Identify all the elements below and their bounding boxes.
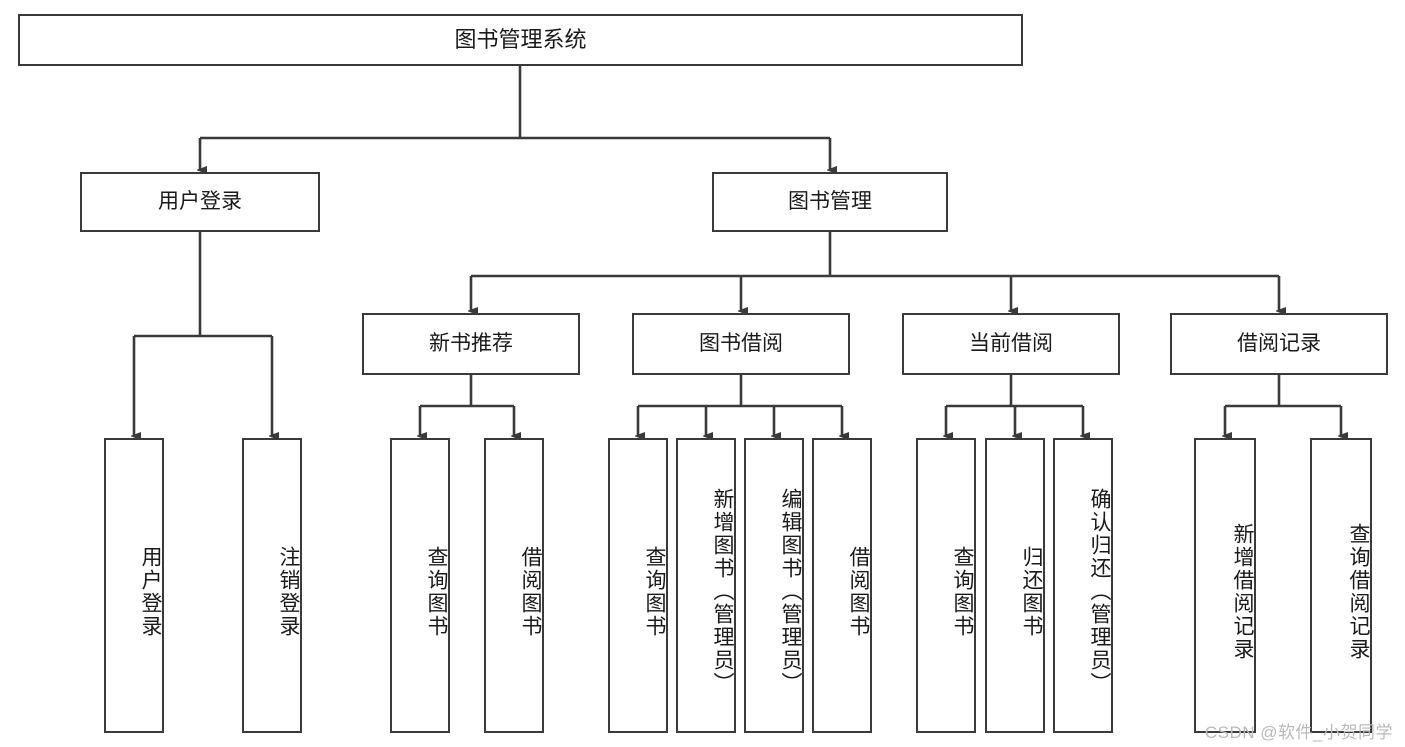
leaf-node-label: 编辑图书（管理员） (779, 488, 802, 695)
leaf-node-label: 借阅图书 (847, 545, 870, 638)
leaf-node[interactable]: 注销登录 (242, 438, 302, 733)
leaf-node-label: 借阅图书 (519, 545, 542, 638)
leaf-node[interactable]: 确认归还（管理员） (1053, 438, 1113, 733)
leaf-node[interactable]: 查询借阅记录 (1310, 438, 1372, 733)
node-new-book-recommend-label: 新书推荐 (429, 331, 513, 355)
leaf-node[interactable]: 归还图书 (985, 438, 1045, 733)
node-new-book-recommend[interactable]: 新书推荐 (362, 313, 580, 375)
leaf-node[interactable]: 查询图书 (916, 438, 976, 733)
node-user-login-label: 用户登录 (158, 189, 242, 213)
leaf-node[interactable]: 查询图书 (608, 438, 668, 733)
node-book-borrow-label: 图书借阅 (699, 331, 783, 355)
leaf-node[interactable]: 新增借阅记录 (1194, 438, 1256, 733)
leaf-node-label: 注销登录 (277, 545, 300, 638)
node-book-management[interactable]: 图书管理 (712, 172, 948, 232)
leaf-node-label: 用户登录 (139, 545, 162, 638)
leaf-node-label: 查询图书 (951, 545, 974, 638)
leaf-node-label: 查询借阅记录 (1347, 522, 1370, 661)
node-root-label: 图书管理系统 (454, 27, 587, 53)
leaf-node-label: 新增图书（管理员） (711, 488, 734, 695)
leaf-node-label: 查询图书 (425, 545, 448, 638)
leaf-node-label: 新增借阅记录 (1231, 522, 1254, 661)
node-book-management-label: 图书管理 (788, 189, 872, 213)
leaf-node[interactable]: 借阅图书 (812, 438, 872, 733)
leaf-node[interactable]: 查询图书 (390, 438, 450, 733)
node-current-borrow[interactable]: 当前借阅 (902, 313, 1120, 375)
node-borrow-record-label: 借阅记录 (1237, 331, 1321, 355)
leaf-node[interactable]: 用户登录 (104, 438, 164, 733)
leaf-node-label: 查询图书 (643, 545, 666, 638)
leaf-node[interactable]: 新增图书（管理员） (676, 438, 736, 733)
csdn-watermark: CSDN @软件_小贺同学 (1204, 723, 1393, 742)
leaf-node[interactable]: 编辑图书（管理员） (744, 438, 804, 733)
leaf-node-label: 归还图书 (1020, 545, 1043, 638)
leaf-node[interactable]: 借阅图书 (484, 438, 544, 733)
node-borrow-record[interactable]: 借阅记录 (1170, 313, 1388, 375)
node-current-borrow-label: 当前借阅 (969, 331, 1053, 355)
node-user-login[interactable]: 用户登录 (80, 172, 320, 232)
leaf-node-label: 确认归还（管理员） (1088, 488, 1111, 695)
node-book-borrow[interactable]: 图书借阅 (632, 313, 850, 375)
node-root[interactable]: 图书管理系统 (18, 14, 1023, 66)
